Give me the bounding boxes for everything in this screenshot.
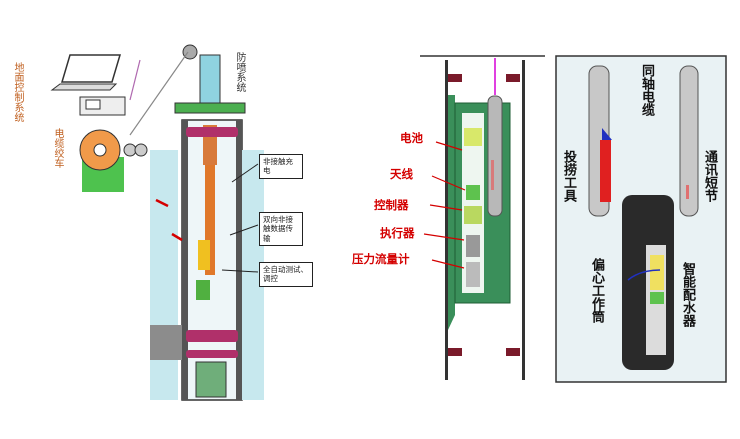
label-fishing-tool: 投捞工具 bbox=[562, 150, 575, 202]
gray-formation-block bbox=[150, 325, 182, 360]
mid-tubing-right bbox=[522, 60, 525, 380]
mid-antenna bbox=[466, 185, 480, 200]
label-actuator: 执行器 bbox=[380, 225, 415, 241]
mid-coupling-4 bbox=[506, 348, 520, 356]
packer-top bbox=[186, 127, 238, 137]
label-eccentric-barrel: 偏心工作筒 bbox=[590, 258, 603, 323]
lower-tool bbox=[196, 362, 226, 397]
mid-tool-body bbox=[488, 96, 502, 216]
laptop-base bbox=[52, 84, 116, 90]
mid-tubing-left bbox=[445, 60, 448, 380]
label-antenna: 天线 bbox=[390, 166, 413, 182]
blowout-label: 防喷系统 bbox=[234, 52, 244, 92]
cable-line-2 bbox=[130, 60, 140, 100]
packer-bottom-2 bbox=[186, 350, 238, 358]
mid-gauge bbox=[466, 262, 480, 287]
packer-bottom bbox=[186, 330, 238, 342]
tool-string-yellow bbox=[198, 240, 210, 270]
cable-winch-label: 电缆绞车 bbox=[52, 128, 62, 168]
winch-hub bbox=[94, 144, 106, 156]
mid-tool-tip bbox=[491, 160, 494, 190]
eccentric-mandrel bbox=[448, 95, 455, 330]
callout-noncontact-charging: 非接触充电 bbox=[259, 154, 303, 179]
label-pressure-flow-gauge: 压力流量计 bbox=[352, 251, 410, 267]
casing-right-wall bbox=[236, 120, 242, 400]
control-unit-display bbox=[86, 100, 100, 109]
mid-actuator bbox=[466, 235, 480, 257]
wellhead-column bbox=[200, 55, 220, 110]
surface-control-label: 地面控制系统 bbox=[12, 62, 22, 122]
callout-bidirectional-data: 双向非接触数据传输 bbox=[259, 212, 303, 246]
mid-coupling-1 bbox=[448, 74, 462, 82]
wellbore-left-strip bbox=[150, 150, 178, 400]
winch-pulley-1 bbox=[124, 144, 136, 156]
tool-string-green bbox=[196, 280, 210, 300]
mid-coupling-3 bbox=[448, 348, 462, 356]
label-comm-joint: 通讯短节 bbox=[703, 150, 716, 202]
mid-controller bbox=[464, 206, 482, 224]
casing-left-wall bbox=[182, 120, 188, 400]
comm-joint-mark bbox=[686, 185, 689, 199]
label-smart-distributor: 智能配水器 bbox=[681, 262, 694, 327]
fishing-tool-red bbox=[600, 140, 611, 202]
label-controller: 控制器 bbox=[374, 197, 409, 213]
distributor-yellow bbox=[650, 255, 664, 290]
label-battery: 电池 bbox=[400, 130, 423, 146]
winch-pulley-2 bbox=[135, 144, 147, 156]
callout-auto-test: 全自动测试、调控 bbox=[259, 262, 313, 287]
laptop-screen bbox=[62, 55, 120, 82]
distributor-green bbox=[650, 292, 664, 304]
label-coax-cable: 同轴电缆 bbox=[640, 64, 653, 116]
mid-coupling-2 bbox=[506, 74, 520, 82]
mid-battery bbox=[464, 128, 482, 146]
wellhead-flange bbox=[175, 103, 245, 113]
